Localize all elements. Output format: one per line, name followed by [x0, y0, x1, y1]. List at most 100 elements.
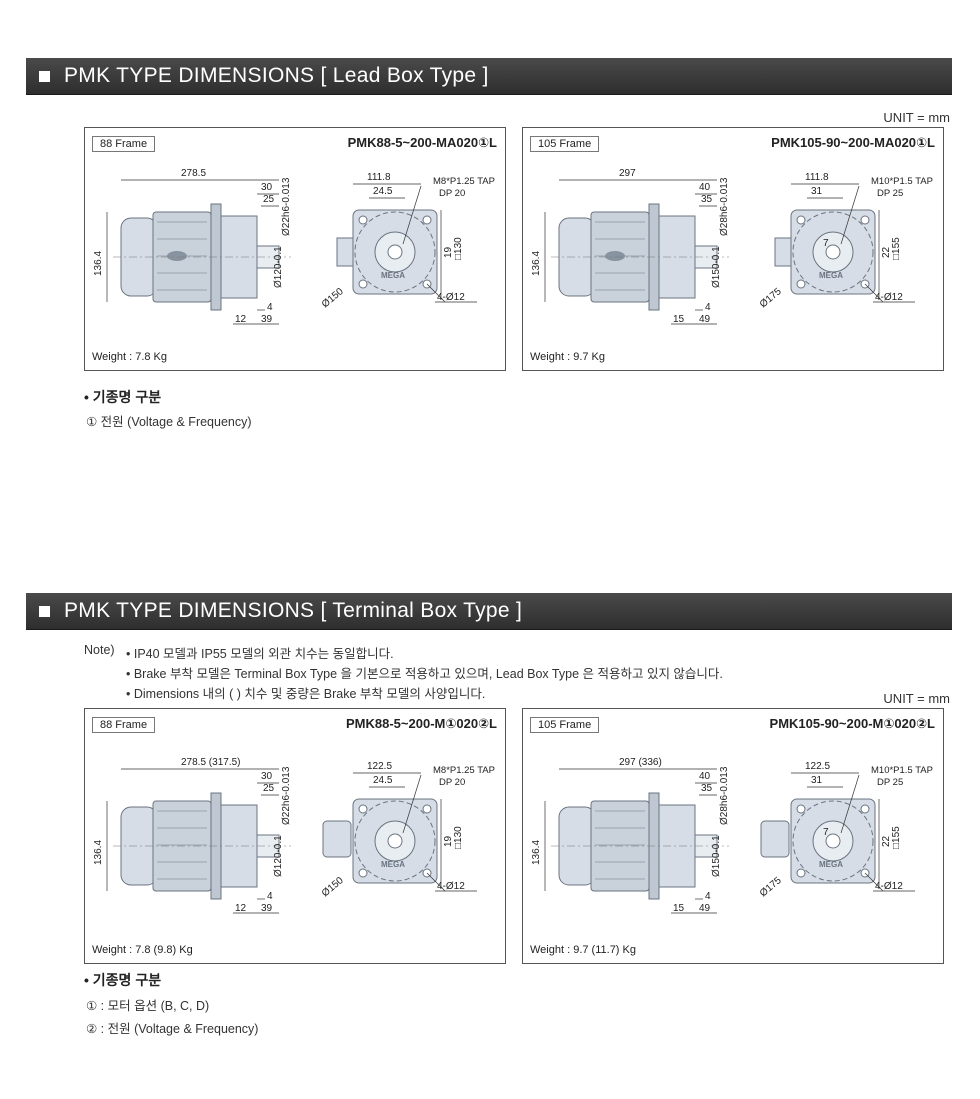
- dimension-line: [864, 872, 884, 892]
- dimension-label: 40: [699, 771, 711, 782]
- dimension-line: [426, 283, 446, 303]
- dimension-label: 22: [881, 835, 892, 847]
- mount-hole: [860, 804, 870, 814]
- pcd-circle: [792, 211, 874, 293]
- dimension-pcd: Ø150: [320, 875, 346, 899]
- dimension-pcd: Ø175: [758, 875, 784, 899]
- mount-hole: [422, 215, 432, 225]
- dimension-label: 4: [705, 891, 711, 902]
- dimension-shaft-diameter: Ø28h6-0.013: [719, 177, 730, 236]
- frame-badge: 105 Frame: [530, 136, 600, 152]
- unit-label: UNIT = mm: [883, 110, 950, 125]
- mount-hole: [796, 804, 806, 814]
- mount-hole: [796, 215, 806, 225]
- dimension-flange-diameter: Ø120-0.1: [273, 835, 284, 877]
- dimension-label: 111.8: [367, 172, 391, 183]
- lead-box-logo-icon: [605, 251, 625, 261]
- dimension-square: □130: [453, 237, 464, 260]
- dimension-height: 136.4: [531, 840, 542, 865]
- dimension-tap: M10*P1.5 TAP: [871, 765, 933, 776]
- dimension-depth: DP 25: [877, 188, 903, 199]
- brand-logo: MEGA: [819, 271, 843, 280]
- dimension-pcd: Ø150: [320, 286, 346, 310]
- lead-box-logo-icon: [167, 251, 187, 261]
- frame-badge: 88 Frame: [92, 136, 156, 152]
- dimension-label: 122.5: [367, 761, 392, 772]
- pcd-circle: [792, 800, 874, 882]
- legend-item: ② : 전원 (Voltage & Frequency): [86, 1022, 259, 1036]
- shaft-end: [387, 244, 403, 260]
- dimension-depth: DP 20: [439, 777, 465, 788]
- dimension-label: 30: [261, 771, 273, 782]
- dimension-depth: DP 25: [877, 777, 903, 788]
- frame-badge: 88 Frame: [92, 717, 156, 733]
- dimension-shaft-diameter: Ø28h6-0.013: [719, 766, 730, 825]
- section-title: PMK TYPE DIMENSIONS [ Lead Box Type ]: [64, 64, 489, 87]
- dimension-label: 39: [261, 903, 273, 914]
- dimension-label: 49: [699, 903, 711, 914]
- note-line: • IP40 모델과 IP55 모델의 외관 치수는 동일합니다.: [126, 647, 394, 661]
- dimension-label: 12: [235, 903, 247, 914]
- shaft-end: [387, 833, 403, 849]
- dimension-label: 25: [263, 783, 275, 794]
- dimension-label: 31: [811, 186, 823, 197]
- mount-hole: [422, 804, 432, 814]
- dimension-label: 30: [261, 182, 273, 193]
- square-bullet-icon: [39, 605, 50, 617]
- dimension-label: 24.5: [373, 775, 393, 786]
- dimension-pcd: Ø175: [758, 286, 784, 310]
- dimension-square: □130: [453, 826, 464, 849]
- dimension-label: 25: [263, 194, 275, 205]
- dimension-shaft-diameter: Ø22h6-0.013: [281, 766, 292, 825]
- legend-item: ① 전원 (Voltage & Frequency): [86, 415, 252, 429]
- pcd-circle: [354, 211, 436, 293]
- dimension-holes: 4-Ø12: [875, 292, 903, 303]
- brand-logo: MEGA: [819, 860, 843, 869]
- unit-label: UNIT = mm: [883, 691, 950, 706]
- model-number: PMK88-5~200-M①020②L: [346, 716, 497, 731]
- dimension-tap: M10*P1.5 TAP: [871, 176, 933, 187]
- dimension-height: 136.4: [93, 251, 104, 276]
- dimension-label: 22: [881, 246, 892, 258]
- drawing-panel-105-terminal: 105 Frame PMK105-90~200-M①020②L 297 (336…: [522, 708, 944, 964]
- dimension-label: 12: [235, 314, 247, 325]
- section-banner-lead-box: PMK TYPE DIMENSIONS [ Lead Box Type ]: [26, 58, 952, 95]
- dimension-height: 136.4: [531, 251, 542, 276]
- note-line: • Dimensions 내의 ( ) 치수 및 중량은 Brake 부착 모델…: [126, 687, 486, 701]
- dimension-length: 297 (336): [619, 757, 662, 768]
- shaft-end: [825, 833, 841, 849]
- dimension-line: [402, 774, 422, 834]
- dimension-square: □155: [891, 826, 902, 849]
- model-number: PMK105-90~200-MA020①L: [771, 135, 935, 150]
- dimension-holes: 4-Ø12: [875, 881, 903, 892]
- legend-item: ① : 모터 옵션 (B, C, D): [86, 999, 210, 1013]
- dimension-length: 297: [619, 168, 636, 179]
- dimension-label: 35: [701, 783, 713, 794]
- dimension-label: 49: [699, 314, 711, 325]
- dimension-label: 122.5: [805, 761, 830, 772]
- section-title: PMK TYPE DIMENSIONS [ Terminal Box Type …: [64, 599, 523, 622]
- legend-title: • 기종명 구분: [84, 389, 162, 405]
- shaft-end: [825, 244, 841, 260]
- dimension-key: 7: [823, 238, 829, 249]
- motor-gear-housing: [658, 804, 696, 888]
- weight-label: Weight : 9.7 (11.7) Kg: [530, 944, 636, 956]
- lead-box: [336, 237, 354, 267]
- dimension-label: 39: [261, 314, 273, 325]
- dimension-label: 15: [673, 314, 685, 325]
- dimension-depth: DP 20: [439, 188, 465, 199]
- square-bullet-icon: [39, 70, 50, 82]
- lead-box: [774, 237, 792, 267]
- dimension-tap: M8*P1.25 TAP: [433, 765, 495, 776]
- weight-label: Weight : 7.8 (9.8) Kg: [92, 944, 193, 956]
- dimension-length: 278.5: [181, 168, 206, 179]
- brand-logo: MEGA: [381, 860, 405, 869]
- dimension-label: 4: [267, 302, 273, 313]
- dimension-holes: 4-Ø12: [437, 881, 465, 892]
- mount-hole: [358, 215, 368, 225]
- legend-title: • 기종명 구분: [84, 972, 162, 988]
